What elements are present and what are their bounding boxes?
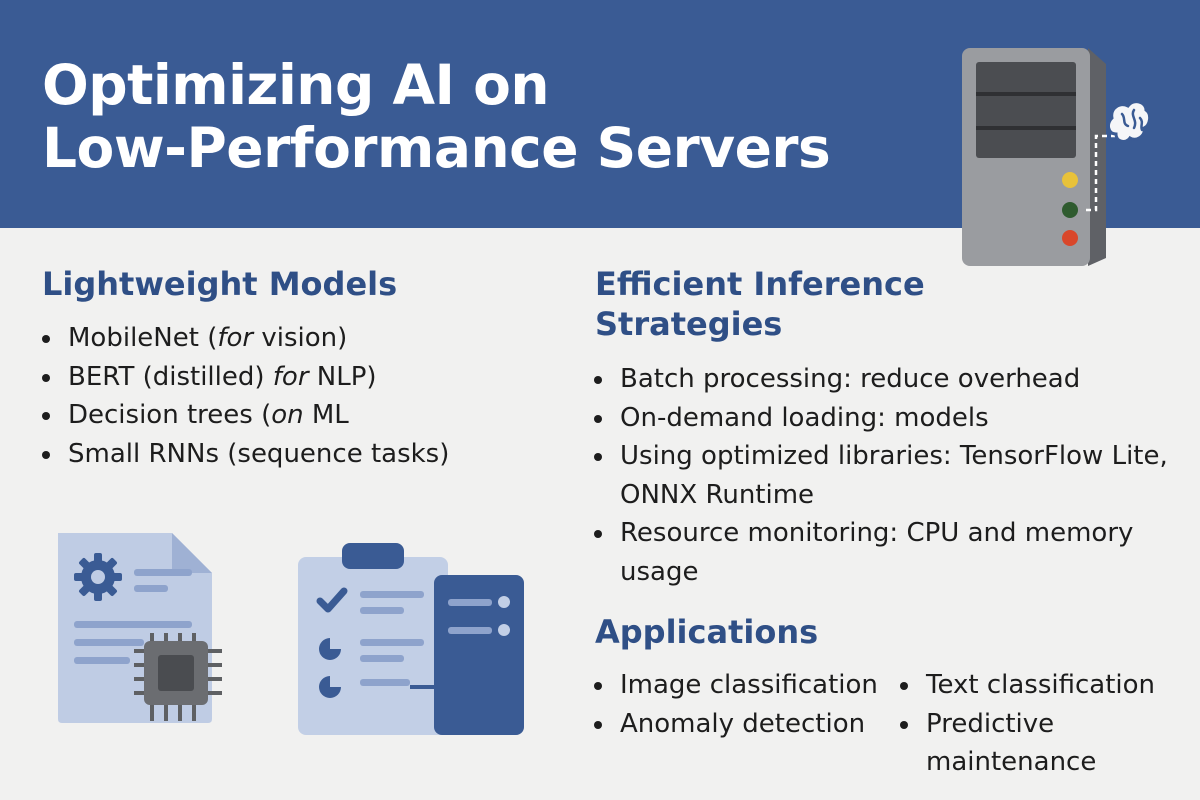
list-item: Predictive maintenance — [898, 705, 1198, 782]
list-item: Small RNNs (sequence tasks) — [40, 435, 560, 474]
list-item: Anomaly detection — [592, 705, 892, 744]
status-led-green — [1062, 202, 1078, 218]
list-item: Resource monitoring: CPU and memory usag… — [592, 514, 1182, 591]
status-led-red — [1062, 230, 1078, 246]
list-item: Image classification — [592, 666, 892, 705]
inference-strategies-list: Batch processing: reduce overhead On-dem… — [592, 360, 1182, 591]
list-item: Decision trees (on ML — [40, 396, 560, 435]
gear-icon — [74, 553, 122, 601]
inference-strategies-heading: Efficient Inference Strategies — [595, 265, 925, 343]
list-item: On-demand loading: models — [592, 399, 1182, 438]
chip-icon — [134, 633, 222, 721]
list-item: BERT (distilled) for NLP) — [40, 358, 560, 397]
list-item: MobileNet (for vision) — [40, 319, 560, 358]
applications-list-right: Text classification Predictive maintenan… — [898, 666, 1198, 782]
applications-heading: Applications — [595, 613, 819, 651]
document-gear-chip-icon — [58, 533, 222, 723]
list-item: Text classification — [898, 666, 1198, 705]
server-tower-icon — [962, 48, 1150, 266]
server-icon — [434, 575, 524, 735]
list-item: Batch processing: reduce overhead — [592, 360, 1182, 399]
status-led-yellow — [1062, 172, 1078, 188]
page-title-line-1: Optimizing AI on — [42, 53, 550, 117]
page-title-line-2: Low-Performance Servers — [42, 116, 831, 180]
lightweight-models-heading: Lightweight Models — [42, 265, 398, 303]
applications-list-left: Image classification Anomaly detection — [592, 666, 892, 743]
lightweight-models-list: MobileNet (for vision) BERT (distilled) … — [40, 319, 560, 473]
clipboard-checklist-server-icon — [298, 543, 524, 735]
list-item: Using optimized libraries: TensorFlow Li… — [592, 437, 1182, 514]
page-title: Optimizing AI on Low-Performance Servers — [42, 54, 922, 180]
brain-icon — [1107, 100, 1150, 143]
